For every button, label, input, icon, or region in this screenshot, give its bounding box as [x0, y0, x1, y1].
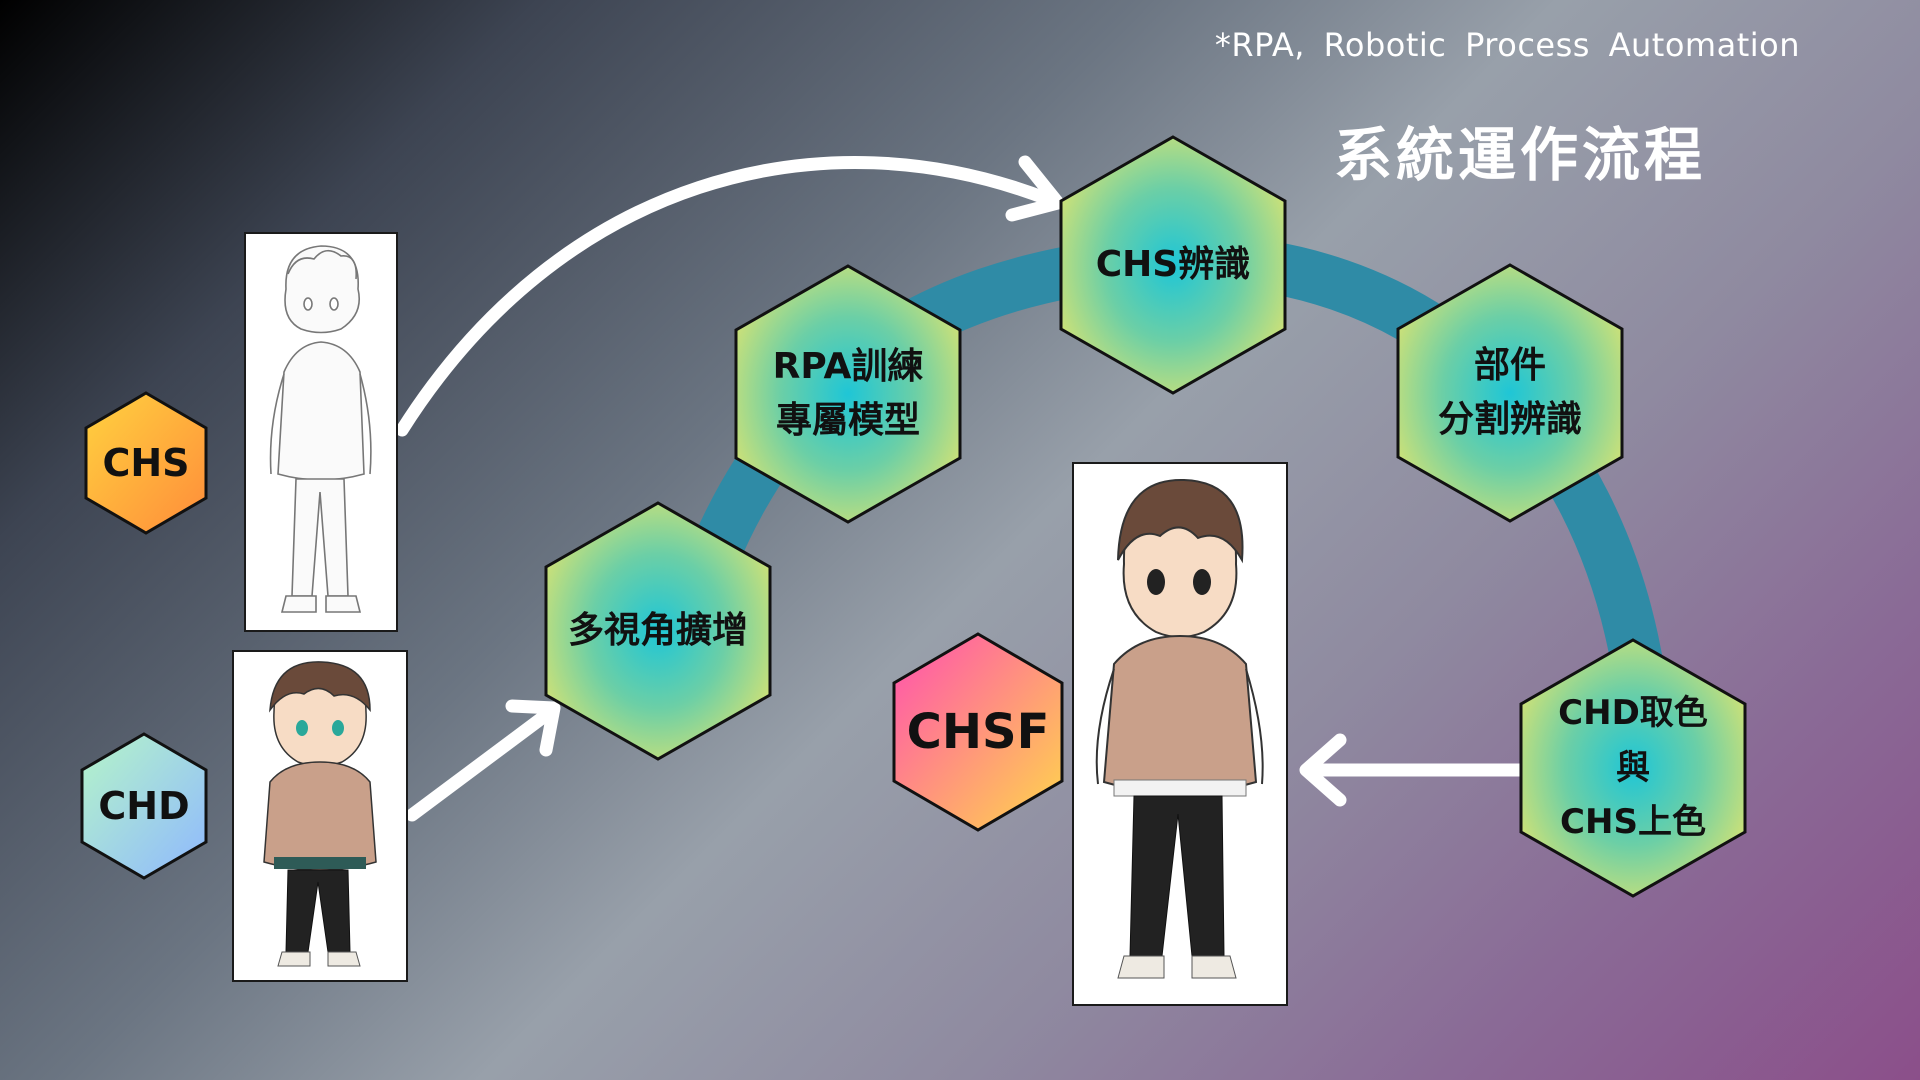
rpa-step-line2: 專屬模型: [775, 400, 920, 441]
chsf-badge-text: CHSF: [906, 704, 1050, 760]
arrow-to-augment-head: [505, 699, 561, 757]
colored-reference-image: [232, 650, 408, 982]
parts-step-label: 部件 分割辨識: [1398, 265, 1622, 521]
arrow-to-augment: [405, 705, 557, 822]
sketch-image: [244, 232, 398, 632]
color-step-line3: CHS上色: [1560, 802, 1706, 843]
parts-step-line2: 分割辨識: [1437, 399, 1582, 440]
augment-step-text: 多視角擴增: [567, 610, 748, 651]
arrow-to-recognition: [395, 155, 1057, 437]
color-step-label: CHD取色 與 CHS上色: [1521, 640, 1745, 896]
recognition-step-text: CHS辨識: [1095, 244, 1251, 285]
rpa-hex: [734, 264, 962, 524]
recognition-step-label: CHS辨識: [1061, 137, 1285, 393]
chd-badge-hex: [80, 732, 208, 880]
final-character-icon: [1095, 478, 1264, 979]
color-step-line1: CHD取色: [1558, 693, 1708, 734]
chd-badge-text: CHD: [98, 783, 190, 828]
augment-hex: [544, 501, 772, 761]
chd-badge-label: CHD: [82, 734, 206, 878]
chsf-badge-hex: [892, 632, 1064, 832]
chsf-badge-label: CHSF: [894, 634, 1062, 830]
chs-badge-text: CHS: [102, 440, 190, 485]
color-hex: [1519, 638, 1747, 898]
arrow-to-output-head: [1299, 733, 1347, 807]
rpa-step-line1: RPA訓練: [772, 346, 924, 387]
rpa-footnote: *RPA, Robotic Process Automation: [1214, 26, 1800, 64]
recognition-hex: [1059, 135, 1287, 395]
augment-step-label: 多視角擴增: [546, 503, 770, 759]
parts-hex: [1396, 263, 1624, 523]
color-step-line2: 與: [1616, 747, 1650, 788]
sketch-character-icon: [269, 245, 372, 613]
colored-character-icon: [263, 661, 377, 967]
final-output-image: [1072, 462, 1288, 1006]
arrow-to-recognition-head: [1005, 155, 1065, 222]
page-title: 系統運作流程: [1333, 121, 1706, 189]
rpa-step-label: RPA訓練 專屬模型: [736, 266, 960, 522]
chs-badge-hex: [84, 391, 208, 535]
parts-step-line1: 部件: [1473, 345, 1546, 386]
chs-badge-label: CHS: [86, 393, 206, 533]
